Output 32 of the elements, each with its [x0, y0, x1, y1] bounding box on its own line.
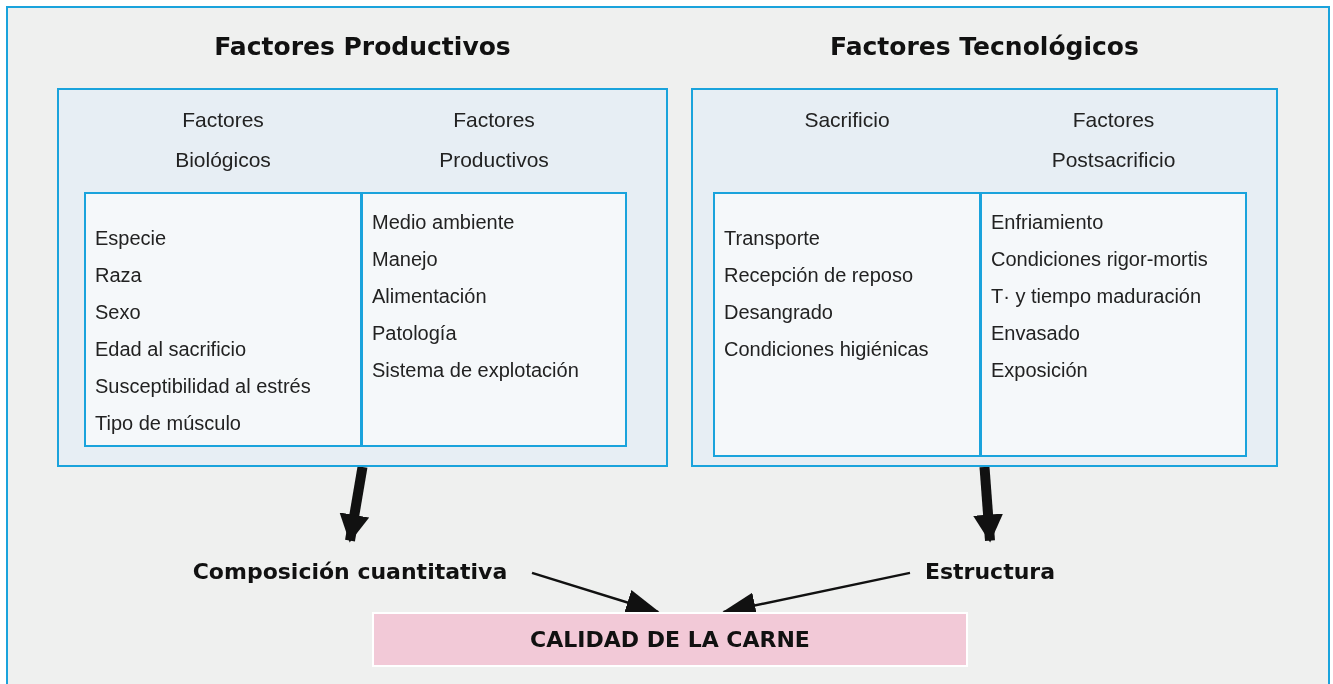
group-heading: Factores Productivos: [213, 31, 512, 63]
list-item: Tipo de músculo: [95, 411, 241, 436]
list-item: Raza: [95, 263, 142, 288]
arrow: [973, 466, 1003, 543]
arrow: [339, 466, 370, 543]
group-heading: Factores Tecnológicos: [829, 31, 1140, 63]
list-item: Desangrado: [724, 300, 833, 325]
list-item: Patología: [372, 321, 457, 346]
column-heading: Sacrificio: [803, 107, 891, 133]
list-item: Especie: [95, 226, 167, 251]
list-item: Enfriamiento: [991, 210, 1104, 235]
list-item: Condiciones higiénicas: [724, 337, 929, 362]
result-box: CALIDAD DE LA CARNE: [372, 612, 968, 667]
list-item: Edad al sacrificio: [95, 337, 247, 362]
list-item: Recepción de reposo: [724, 263, 913, 288]
outcome-label: Composición cuantitativa: [168, 552, 532, 590]
list-item: Transporte: [724, 226, 820, 251]
arrow: [531, 571, 660, 615]
column-heading: Factores Productivos: [438, 107, 550, 173]
list-item: Sexo: [95, 300, 141, 325]
list-item: Manejo: [372, 247, 438, 272]
list-item: Envasado: [991, 321, 1080, 346]
list-item: Exposición: [991, 358, 1088, 383]
list-item: Sistema de explotación: [372, 358, 579, 383]
list-item: Medio ambiente: [372, 210, 515, 235]
column-heading: Factores Postsacrificio: [1050, 107, 1177, 173]
list-item: T· y tiempo maduración: [991, 284, 1202, 309]
column-heading: Factores Biológicos: [174, 107, 272, 173]
list-item: Susceptibilidad al estrés: [95, 374, 311, 399]
list-item: Condiciones rigor-mortis: [991, 247, 1208, 272]
outcome-label: Estructura: [910, 552, 1070, 590]
list-item: Alimentación: [372, 284, 487, 309]
